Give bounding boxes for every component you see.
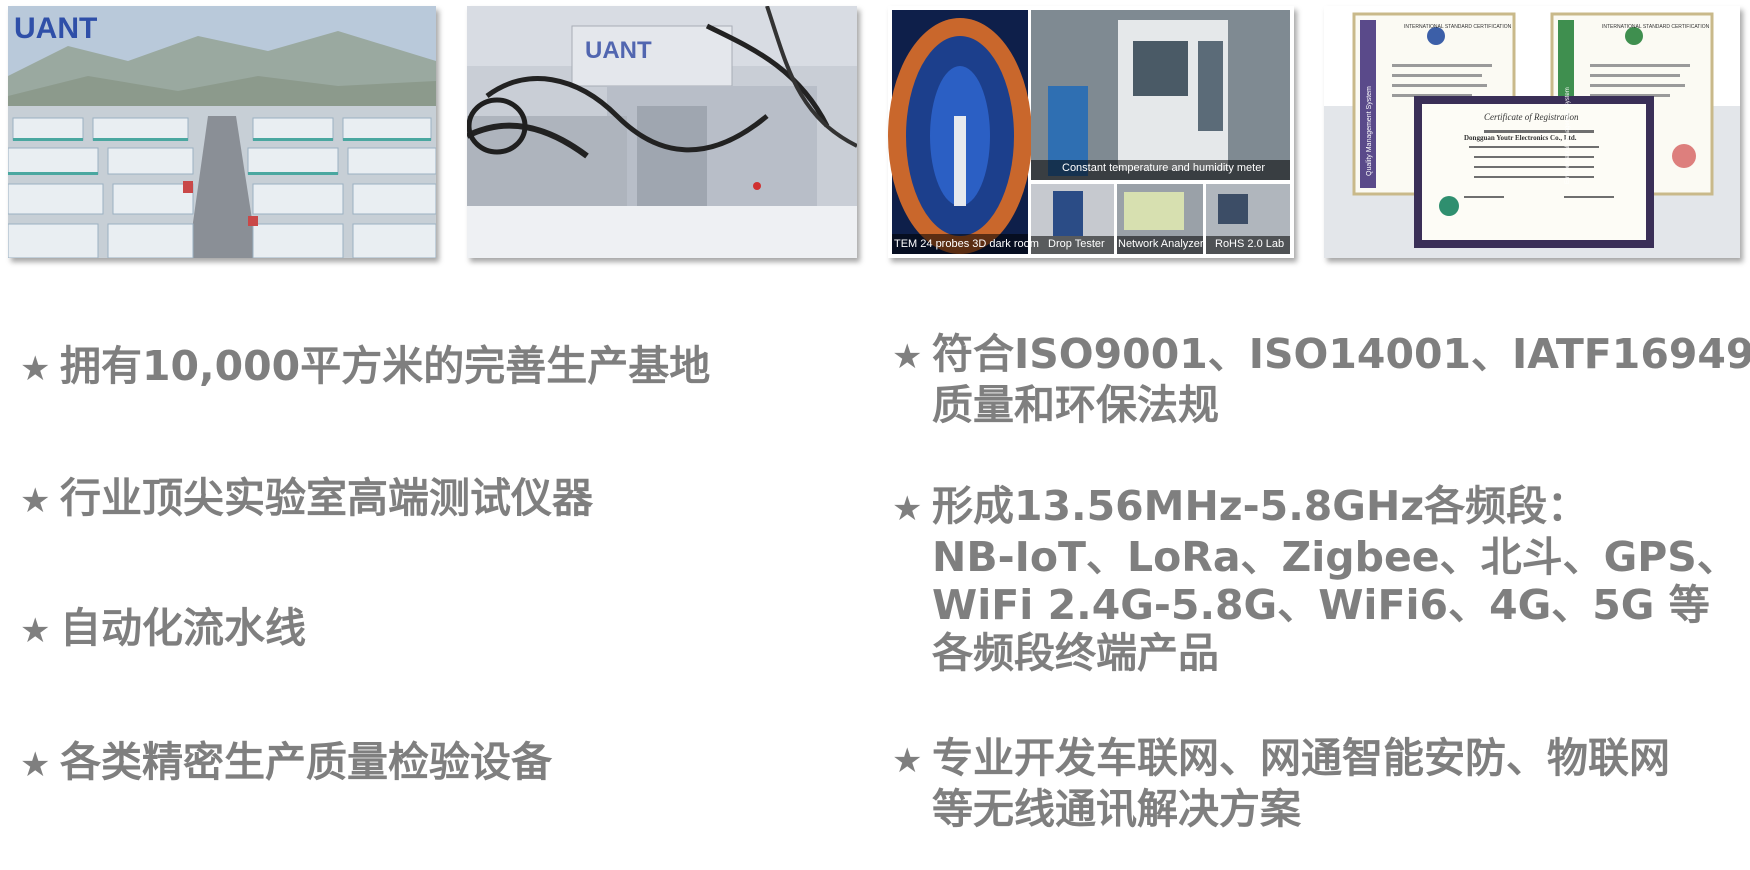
automation-machine-photo: UANT [467, 6, 857, 258]
star-icon: ★ [892, 741, 923, 781]
left-point-text: 自动化流水线 [60, 604, 306, 652]
center-certificate-title: Certificate of Registration [1484, 112, 1579, 122]
center-certificate-company: Dongguan Youtr Electronics Co., Ltd. [1464, 134, 1577, 142]
right-certificate-title: INTERNATIONAL STANDARD CERTIFICATION [1602, 24, 1710, 30]
automation-machine-image: UANT [467, 6, 857, 258]
left-certificate-side: Quality Management System [1366, 86, 1373, 176]
right-point-line: 符合ISO9001、ISO14001、IATF16949 [932, 330, 1750, 378]
right-point-line: WiFi 2.4G-5.8G、WiFi6、4G、5G 等 [932, 581, 1710, 629]
right-point-line: 形成13.56MHz-5.8GHz各频段： [932, 482, 1589, 530]
factory-logo: UANT [14, 12, 97, 45]
left-point-text: 行业顶尖实验室高端测试仪器 [60, 474, 593, 522]
right-point-line: 等无线通讯解决方案 [932, 785, 1301, 833]
right-certificate-side: Environmental Management System [1565, 87, 1571, 184]
star-icon: ★ [892, 489, 923, 529]
humidity-caption: Constant temperature and humidity meter [1062, 162, 1265, 174]
right-point-line: NB-IoT、LoRa、Zigbee、北斗、GPS、 [932, 533, 1738, 581]
left-point-text: 各类精密生产质量检验设备 [60, 738, 552, 786]
star-icon: ★ [20, 481, 51, 521]
right-point-line: 质量和环保法规 [932, 381, 1219, 429]
left-certificate-title: INTERNATIONAL STANDARD CERTIFICATION [1404, 24, 1512, 30]
network-analyzer-caption: Network Analyzer [1118, 238, 1204, 250]
right-point-2: ★形成13.56MHz-5.8GHz各频段： NB-IoT、LoRa、Zigbe… [892, 482, 1738, 677]
drop-tester-caption: Drop Tester [1048, 238, 1105, 250]
left-point-4: ★各类精密生产质量检验设备 [20, 738, 552, 789]
left-point-text: 拥有10,000平方米的完善生产基地 [60, 342, 711, 390]
certificates-image: Certificate of Registration Dongguan You… [1324, 6, 1740, 258]
rohs-lab-caption: RoHS 2.0 Lab [1215, 238, 1285, 250]
right-point-line: 专业开发车联网、网通智能安防、物联网 [932, 734, 1670, 782]
left-point-3: ★自动化流水线 [20, 604, 306, 655]
machine-logo: UANT [585, 37, 652, 64]
darkroom-caption: TEM 24 probes 3D dark room [894, 238, 1039, 250]
right-point-3: ★专业开发车联网、网通智能安防、物联网 等无线通讯解决方案 [892, 734, 1670, 833]
laboratory-collage-image [888, 6, 1294, 258]
star-icon: ★ [20, 611, 51, 651]
left-point-1: ★拥有10,000平方米的完善生产基地 [20, 342, 710, 393]
left-point-2: ★行业顶尖实验室高端测试仪器 [20, 474, 593, 525]
certificates-photo: Certificate of Registration Dongguan You… [1324, 6, 1740, 258]
right-point-1: ★符合ISO9001、ISO14001、IATF16949 质量和环保法规 [892, 330, 1750, 429]
star-icon: ★ [20, 349, 51, 389]
laboratory-collage-photo: Constant temperature and humidity meter … [888, 6, 1294, 258]
right-point-line: 各频段终端产品 [932, 629, 1219, 677]
star-icon: ★ [20, 745, 51, 785]
factory-aerial-image: UANT [8, 6, 436, 258]
star-icon: ★ [892, 337, 923, 377]
factory-aerial-photo: UANT [8, 6, 436, 258]
